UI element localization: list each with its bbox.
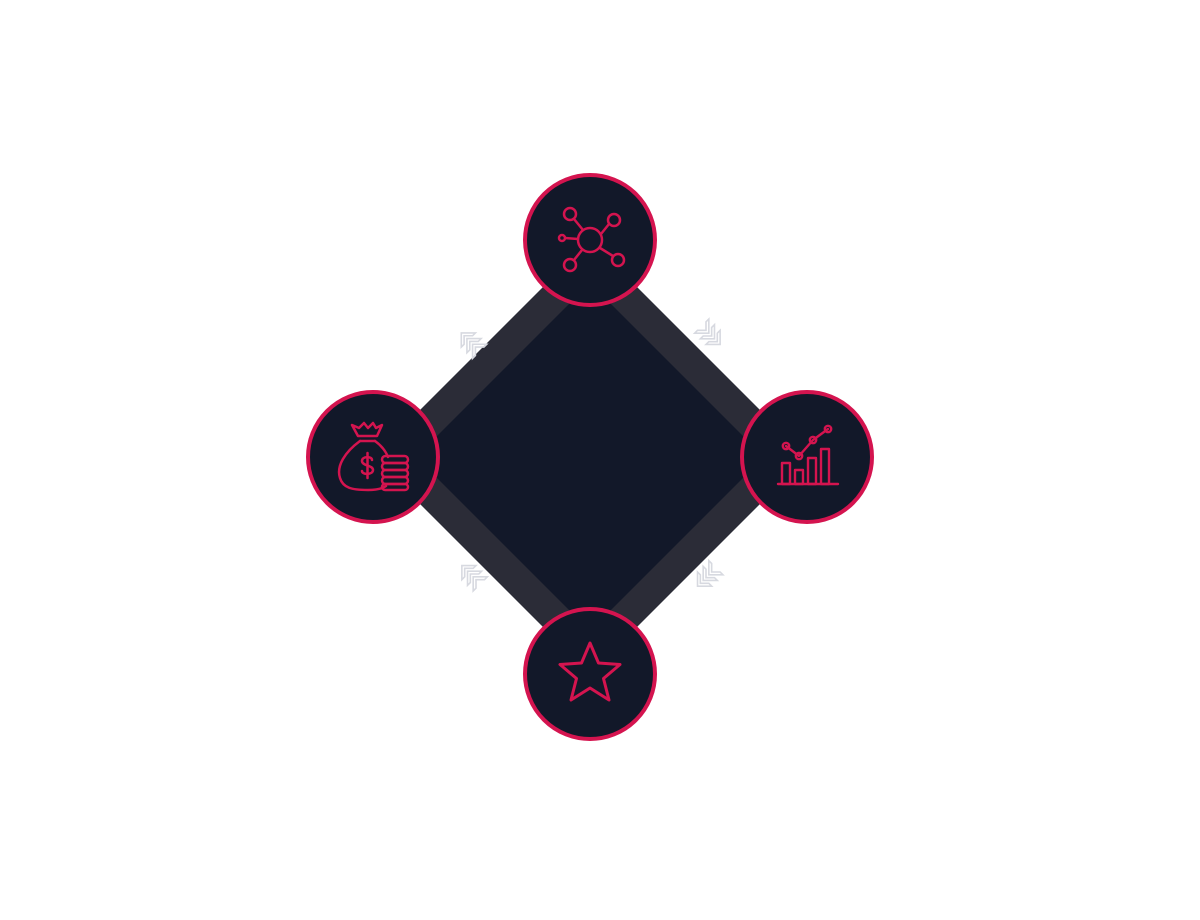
connector-left-to-top [460,332,489,361]
triple-chevron-icon [461,564,490,593]
triple-chevron-icon [696,558,725,587]
triple-chevron-icon [692,317,721,346]
node-bottom [523,607,657,741]
connector-top-to-right [692,317,721,346]
triple-chevron-icon [460,332,489,361]
growth-chart-icon [776,424,840,486]
node-top [523,173,657,307]
node-left [306,390,440,524]
star-icon [558,641,622,702]
connector-bottom-to-left [461,564,490,593]
diamond-center [416,283,764,631]
connector-right-to-bottom [696,558,725,587]
money-bag-coins-icon [337,421,410,492]
network-icon [557,206,626,273]
node-right [740,390,874,524]
